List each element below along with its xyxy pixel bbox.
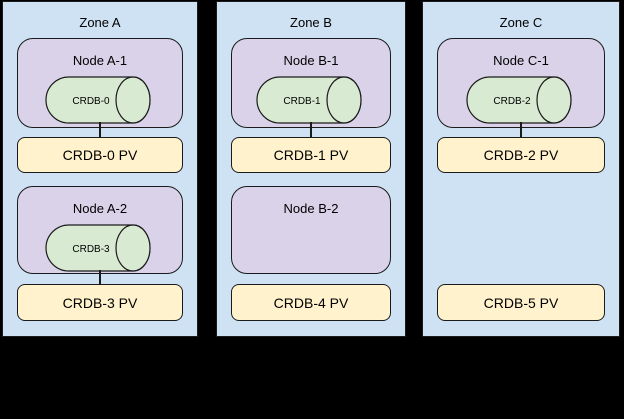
zone-c-label: Zone C [499, 15, 543, 30]
node-a1: Node A-1 CRDB-0 [17, 38, 183, 128]
pv-crdb-5-label: CRDB-5 PV [483, 294, 559, 311]
node-b2-label: Node B-2 [283, 201, 339, 216]
node-b1-label: Node B-1 [283, 53, 339, 68]
node-a2-label: Node A-2 [72, 201, 128, 216]
db-cylinder-crdb-2: CRDB-2 [466, 76, 576, 124]
zone-a: Zone A Node A-1 CRDB-0 CRDB-0 PV Node A-… [2, 1, 198, 337]
db-cylinder-crdb-3: CRDB-3 [45, 224, 155, 272]
connector-crdb-0 [99, 122, 101, 138]
pv-crdb-3-label: CRDB-3 PV [62, 294, 138, 311]
node-b2: Node B-2 [231, 186, 391, 274]
pv-crdb-5: CRDB-5 PV [437, 284, 605, 321]
connector-crdb-3 [99, 270, 101, 285]
db-cylinder-crdb-0: CRDB-0 [45, 76, 155, 124]
db-cylinder-icon: CRDB-1 [256, 76, 362, 124]
db-cylinder-icon: CRDB-2 [466, 76, 572, 124]
pv-crdb-1: CRDB-1 PV [231, 137, 391, 173]
pv-crdb-3: CRDB-3 PV [17, 284, 183, 321]
pv-crdb-0: CRDB-0 PV [17, 137, 183, 173]
pv-crdb-4-label: CRDB-4 PV [273, 294, 349, 311]
db-cylinder-icon: CRDB-3 [45, 224, 151, 272]
zone-a-label: Zone A [79, 15, 121, 30]
db-cylinder-crdb-0-label: CRDB-0 [72, 96, 110, 107]
pv-crdb-0-label: CRDB-0 PV [62, 147, 138, 163]
connector-crdb-1 [310, 122, 312, 138]
zone-b-label: Zone B [290, 15, 332, 30]
db-cylinder-icon: CRDB-0 [45, 76, 151, 124]
connector-crdb-2 [520, 122, 522, 138]
node-a1-label: Node A-1 [72, 53, 128, 68]
db-cylinder-crdb-1: CRDB-1 [256, 76, 366, 124]
zone-c: Zone C Node C-1 CRDB-2 CRDB-2 PV CRDB-5 … [422, 1, 620, 337]
node-a2: Node A-2 CRDB-3 [17, 186, 183, 274]
pv-crdb-2: CRDB-2 PV [437, 137, 605, 173]
pv-crdb-4: CRDB-4 PV [231, 284, 391, 321]
zone-b: Zone B Node B-1 CRDB-1 CRDB-1 PV Node B-… [216, 1, 406, 337]
db-cylinder-crdb-1-label: CRDB-1 [283, 96, 321, 107]
pv-crdb-1-label: CRDB-1 PV [273, 147, 349, 163]
pv-crdb-2-label: CRDB-2 PV [483, 147, 559, 163]
db-cylinder-crdb-3-label: CRDB-3 [72, 244, 110, 255]
db-cylinder-crdb-2-label: CRDB-2 [493, 96, 531, 107]
node-c1-label: Node C-1 [493, 53, 549, 68]
node-c1: Node C-1 CRDB-2 [437, 38, 605, 128]
node-b1: Node B-1 CRDB-1 [231, 38, 391, 128]
